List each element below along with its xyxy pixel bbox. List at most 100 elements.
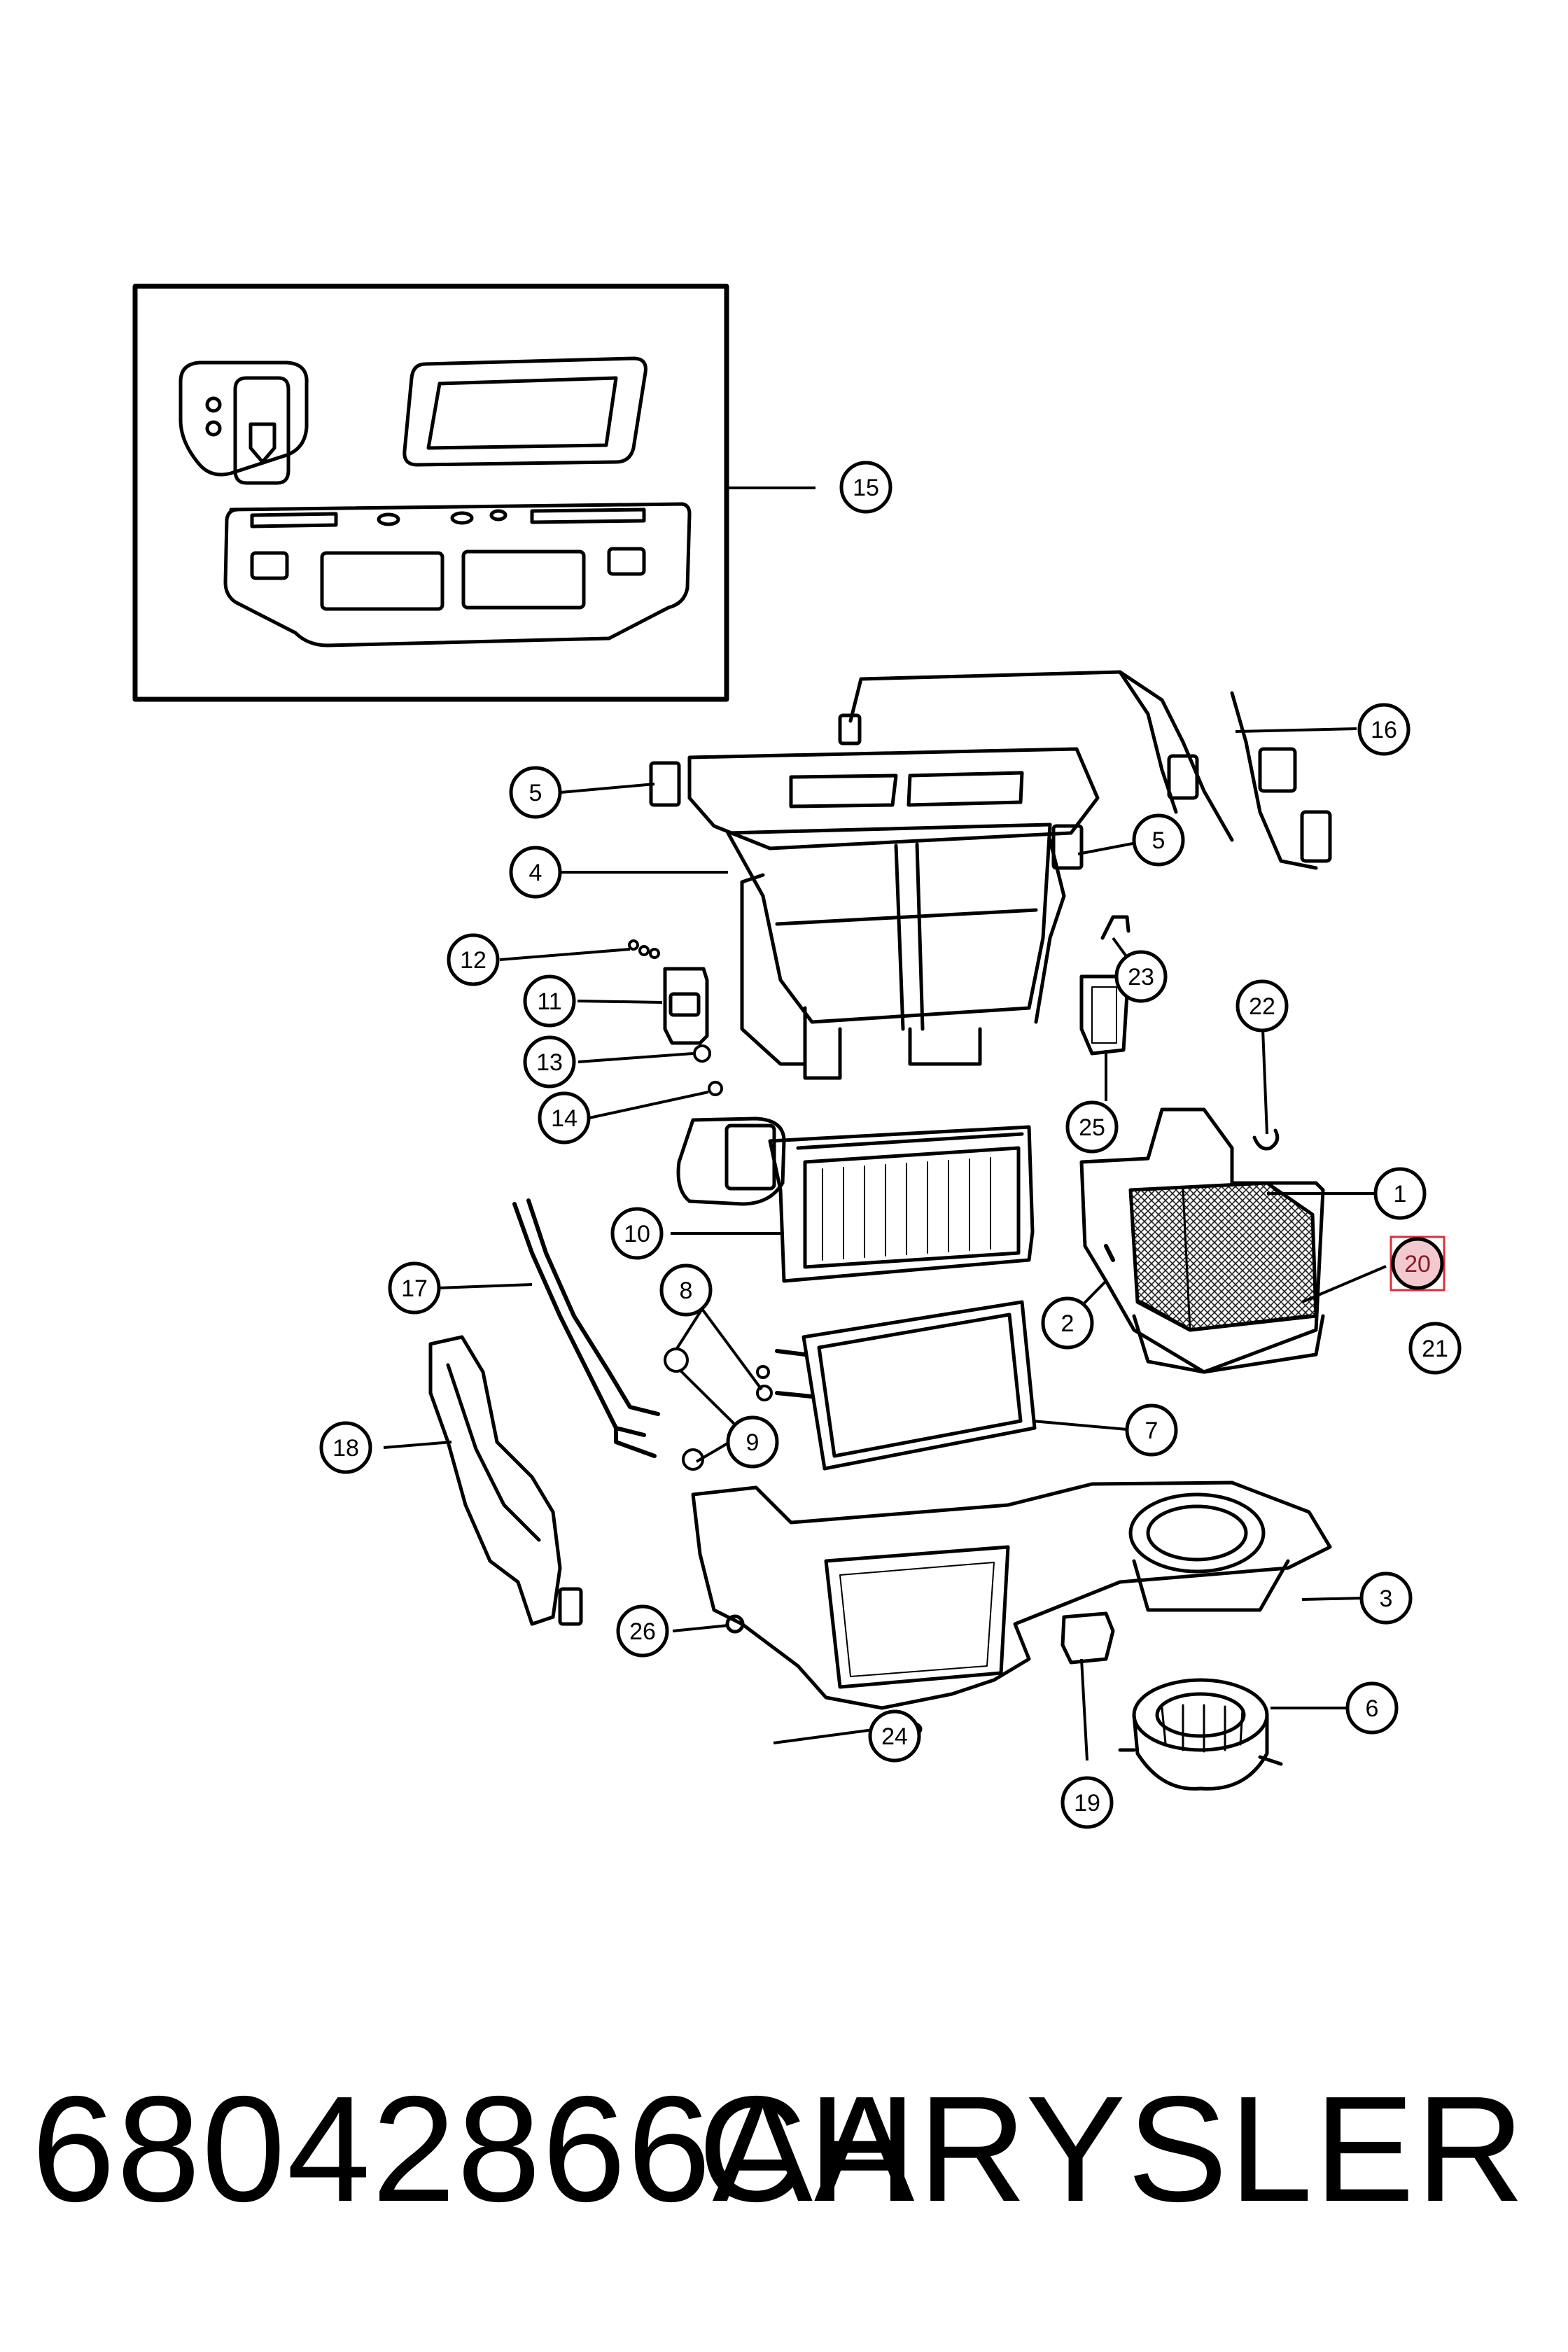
callout-circle [1236,979,1289,1032]
callout-circle [447,933,500,986]
callout-circle [388,1261,441,1315]
callout-number: 11 [537,988,561,1015]
callout-circle [1357,703,1410,756]
callout-10: 10 [610,1207,664,1260]
callout-circle [868,1709,921,1763]
upper-housing-drawing [649,747,1100,1080]
callout-19: 19 [1060,1776,1114,1829]
callout-number: 24 [881,1723,908,1750]
callout-circle [1345,1681,1399,1735]
callout-9: 9 [726,1415,779,1469]
heater-pipes-drawing [512,1198,660,1458]
callout-circle [726,1415,779,1469]
hvac-assembly-drawing [428,670,1332,1791]
callout-circle [1041,1296,1094,1350]
wire-harness-drawing [838,670,1332,870]
callout-number: 8 [680,1278,693,1304]
callout-number: 1 [1394,1181,1407,1208]
callout-number: 18 [332,1435,359,1462]
callout-circle [1373,1167,1427,1220]
callout-markers: 1234556789101112131415161718192021222324… [319,461,1462,1829]
callout-5: 5 [509,766,562,819]
callout-8: 8 [659,1264,713,1317]
callout-number: 20 [1404,1251,1431,1278]
expansion-valve-drawing [663,967,709,1045]
callout-24: 24 [868,1709,921,1763]
callout-11: 11 [523,974,576,1028]
callout-circle [610,1207,664,1260]
callout-21: 21 [1408,1322,1462,1375]
heater-core-drawing [775,1300,1037,1471]
callout-16: 16 [1357,703,1410,756]
callout-14: 14 [538,1091,591,1144]
air-duct-drawing [428,1335,583,1626]
callout-circle [1114,950,1168,1003]
callout-highlight-box [1390,1236,1446,1292]
callout-circle [523,974,576,1028]
blower-resistor-drawing [1060,1611,1115,1665]
callout-circle [1132,813,1185,867]
callout-circle [1391,1237,1444,1290]
callout-number: 22 [1249,993,1275,1020]
callout-circle [509,846,562,899]
clip-drawing [1252,1128,1280,1151]
callout-number: 5 [529,780,542,806]
callout-circle [538,1091,591,1144]
callout-3: 3 [1359,1572,1413,1625]
callout-23: 23 [1114,950,1168,1003]
callout-25: 25 [1065,1100,1119,1154]
callout-circle [1408,1322,1462,1375]
callout-number: 13 [536,1049,563,1076]
blower-motor-drawing [1118,1678,1283,1791]
gasket-strip-drawing [223,502,692,648]
callout-circle [1125,1404,1178,1457]
callout-number: 6 [1366,1695,1379,1722]
callout-6: 6 [1345,1681,1399,1735]
callout-number: 21 [1422,1336,1448,1362]
callout-number: 14 [551,1105,578,1132]
callout-number: 26 [629,1618,656,1645]
clip-bracket-drawing [178,360,309,485]
callout-1: 1 [1373,1167,1427,1220]
callout-15: 15 [839,461,892,514]
callout-5: 5 [1132,813,1185,867]
callout-number: 17 [401,1275,428,1302]
callout-17: 17 [388,1261,441,1315]
callout-number: 10 [624,1221,650,1247]
callout-number: 9 [746,1429,760,1456]
callout-circle [659,1264,713,1317]
small-seal-drawings [628,939,723,1096]
callout-26: 26 [616,1604,669,1658]
callout-18: 18 [319,1421,372,1474]
callout-number: 15 [853,475,879,501]
leader-lines [383,486,1387,1761]
part-number-label: 68042866AA [31,2064,916,2233]
callout-number: 5 [1152,827,1166,854]
callout-circle [616,1604,669,1658]
callout-12: 12 [447,933,500,986]
callout-number: 25 [1079,1114,1105,1141]
callout-number: 2 [1061,1310,1074,1337]
callout-4: 4 [509,846,562,899]
callout-20: 20 [1390,1236,1446,1292]
sensor-drawing [1100,915,1130,940]
callout-number: 19 [1074,1790,1100,1816]
brand-label: CHRYSLER [698,2064,1526,2233]
callout-number: 4 [529,860,542,886]
callout-circle [1060,1776,1114,1829]
callout-number: 23 [1128,964,1154,990]
evaporator-drawing [676,1116,1035,1283]
lower-housing-drawing [691,1480,1332,1710]
callout-7: 7 [1125,1404,1178,1457]
callout-circle [1359,1572,1413,1625]
footer: 68042866AA CHRYSLER [0,2044,1568,2254]
callout-circle [319,1421,372,1474]
callout-number: 12 [460,947,486,974]
callout-circle [523,1035,576,1088]
callout-13: 13 [523,1035,576,1088]
callout-number: 7 [1145,1418,1158,1444]
seal-frame-drawing [402,356,648,467]
callout-number: 16 [1371,717,1397,743]
callout-circle [1065,1100,1119,1154]
